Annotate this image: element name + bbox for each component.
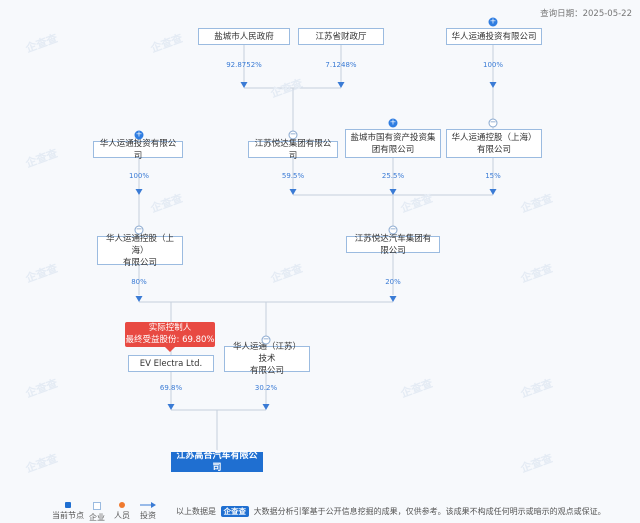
expand-icon[interactable]: + xyxy=(488,16,498,27)
collapse-icon[interactable]: − xyxy=(134,224,144,235)
node-yancheng-sasac[interactable]: 盐城市国有资产投资集 团有限公司 xyxy=(345,129,441,158)
legend-person: 人员 xyxy=(114,502,130,521)
actual-controller-badge: 实际控制人 最终受益股份: 69.80% xyxy=(125,322,215,352)
share-label: 30.2% xyxy=(254,384,278,392)
arrow-icon xyxy=(337,82,345,88)
arrow-icon xyxy=(289,189,297,195)
arrow-icon xyxy=(489,189,497,195)
arrow-icon xyxy=(135,296,143,302)
arrow-icon xyxy=(135,189,143,195)
share-label: 69.8% xyxy=(159,384,183,392)
share-label: 7.1248% xyxy=(325,61,357,69)
legend-current-node: 当前节点 xyxy=(52,502,84,521)
badge-title: 实际控制人 xyxy=(148,323,192,333)
collapse-icon[interactable]: − xyxy=(388,224,398,235)
expand-icon[interactable]: + xyxy=(134,129,144,140)
node-huaren-invest-left[interactable]: 华人运通投资有限公司 xyxy=(93,139,183,161)
arrow-icon xyxy=(389,296,397,302)
share-label: 80% xyxy=(131,278,147,286)
arrow-icon xyxy=(262,404,270,410)
node-huaren-shanghai-right[interactable]: 华人运通控股（上海） 有限公司 xyxy=(446,129,542,158)
arrow-icon xyxy=(140,502,156,508)
share-label: 15% xyxy=(485,172,501,180)
node-jiangsu-finance[interactable]: 江苏省财政厅 xyxy=(298,28,384,45)
collapse-icon[interactable]: − xyxy=(288,129,298,140)
node-huaren-shanghai-left[interactable]: 华人运通控股（上海） 有限公司 xyxy=(97,234,183,268)
node-target-gaohe[interactable]: 江苏高合汽车有限公司 xyxy=(171,451,263,473)
collapse-icon[interactable]: − xyxy=(488,117,498,128)
legend-investment: 投资 xyxy=(140,502,156,521)
arrow-icon xyxy=(389,189,397,195)
node-yueda-auto[interactable]: 江苏悦达汽车集团有限公司 xyxy=(346,234,440,256)
footer: 当前节点 企业 人员 投资 以上数据是 企查查 大数据分析引擎基于公开信息挖掘的… xyxy=(0,498,640,523)
share-label: 20% xyxy=(385,278,401,286)
arrow-icon xyxy=(489,82,497,88)
legend-company: 企业 xyxy=(89,502,105,523)
arrow-icon xyxy=(167,404,175,410)
person-icon xyxy=(119,502,125,508)
company-icon xyxy=(93,502,101,510)
node-yancheng-gov[interactable]: 盐城市人民政府 xyxy=(198,28,290,45)
arrow-icon xyxy=(240,82,248,88)
brand-logo: 企查查 xyxy=(220,506,250,517)
share-label: 100% xyxy=(128,172,150,180)
share-label: 92.8752% xyxy=(226,61,262,69)
node-huaren-jiangsu[interactable]: 华人运通（江苏）技术 有限公司 xyxy=(224,342,310,376)
collapse-icon[interactable]: − xyxy=(261,334,271,345)
share-label: 25.5% xyxy=(381,172,405,180)
expand-icon[interactable]: + xyxy=(388,117,398,128)
node-ev-electra[interactable]: EV Electra Ltd. xyxy=(128,355,214,372)
query-date: 查询日期：2025-05-22 xyxy=(540,9,632,19)
badge-share: 最终受益股份: 69.80% xyxy=(125,335,215,345)
disclaimer: 以上数据是 企查查 大数据分析引擎基于公开信息挖掘的成果，仅供参考。该成果不构成… xyxy=(176,506,606,517)
node-yueda-group[interactable]: 江苏悦达集团有限公司 xyxy=(248,139,338,161)
share-label: 100% xyxy=(482,61,504,69)
node-huaren-invest-top[interactable]: 华人运通投资有限公司 xyxy=(446,28,542,45)
current-node-icon xyxy=(65,502,71,508)
share-label: 59.5% xyxy=(281,172,305,180)
